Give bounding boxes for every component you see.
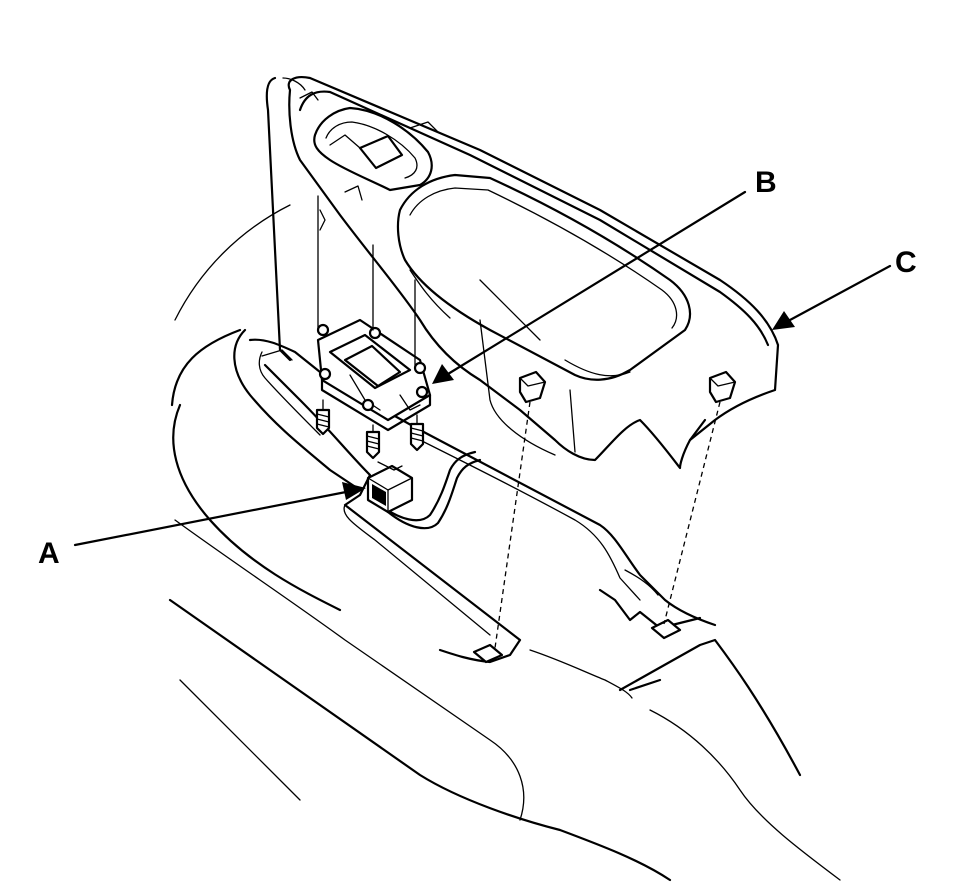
- leader-a: [73, 482, 366, 547]
- callout-b: B: [755, 166, 777, 199]
- console-body: [168, 204, 841, 882]
- clip-slot-right: [650, 618, 682, 640]
- screw-3: [409, 414, 425, 452]
- callout-c: C: [895, 246, 917, 279]
- clip-slot-left: [472, 643, 504, 664]
- connector: [366, 461, 414, 514]
- switch: [316, 318, 432, 432]
- clip-right: [708, 370, 737, 404]
- leader-b: [432, 190, 747, 384]
- wire-harness: [378, 450, 482, 530]
- trim-panel: [265, 76, 780, 470]
- console-tray: [248, 338, 717, 664]
- callout-a: A: [38, 537, 60, 570]
- screw-1: [315, 399, 331, 436]
- assembly-guides: [317, 195, 721, 649]
- clip-left: [518, 370, 547, 404]
- screw-2: [365, 424, 381, 460]
- leader-c: [772, 264, 892, 330]
- screws: [315, 399, 425, 460]
